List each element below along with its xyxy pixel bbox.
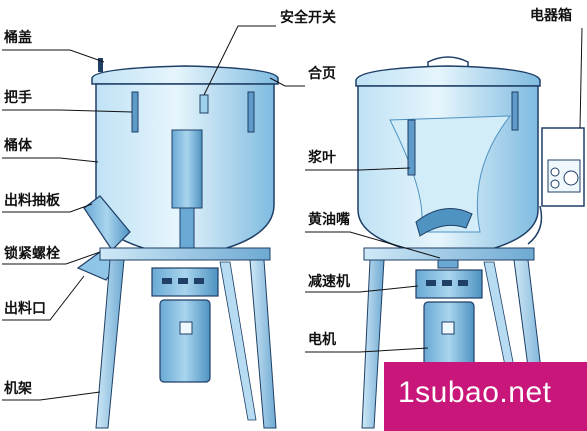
left-lid [91, 65, 279, 85]
leader-paddle [305, 167, 411, 171]
leader-frame [2, 391, 101, 401]
label-reducer: 减速机 [308, 274, 350, 290]
right-motor-plate [441, 321, 455, 335]
left-reducer-mark2 [178, 278, 188, 284]
electric-box-knob2 [550, 179, 560, 189]
left-leg-back-right [219, 261, 257, 421]
lid-knob [98, 58, 103, 72]
paddle-part [407, 119, 416, 176]
right-reducer-mark3 [458, 280, 468, 286]
left-leg-front-right [249, 259, 277, 429]
leader-electric-box [579, 27, 583, 129]
leader-lid [2, 49, 105, 63]
leader-grease [305, 231, 441, 259]
label-handle: 把手 [4, 90, 32, 106]
leader-outlet [2, 275, 85, 321]
right-lid [355, 65, 541, 87]
right-reducer-mark2 [442, 280, 452, 286]
label-safety-switch: 安全开关 [280, 10, 336, 26]
left-reducer-mark1 [162, 278, 172, 284]
left-frame-top [99, 247, 271, 261]
leader-lock-bolt [2, 251, 101, 265]
label-barrel: 桶体 [4, 138, 32, 154]
leader-handle [2, 109, 133, 113]
left-leg-front-left [95, 259, 125, 429]
label-grease-nipple: 黄油嘴 [308, 212, 350, 228]
leader-outlet-plate [2, 203, 93, 213]
left-reducer-mark3 [194, 278, 204, 284]
leader-reducer [305, 285, 419, 293]
right-frame-top [363, 247, 535, 261]
label-outlet: 出料口 [4, 301, 46, 317]
leader-hinge [269, 77, 305, 87]
left-motor [159, 299, 211, 383]
outlet-chute [83, 195, 131, 251]
leader-safety-switch [203, 25, 276, 96]
left-motor-plate [179, 321, 193, 335]
cable [527, 205, 543, 245]
watermark-text: 1subao.net [398, 376, 552, 409]
right-handle [247, 91, 255, 133]
left-handle [131, 91, 139, 133]
electric-box-dial [563, 170, 579, 186]
label-lid: 桶盖 [4, 30, 32, 46]
watermark-badge: 1subao.net [384, 362, 587, 431]
electric-box-knob1 [550, 167, 560, 177]
label-lock-bolt: 锁紧螺栓 [4, 246, 60, 262]
leader-motor [305, 347, 429, 353]
label-hinge: 合页 [308, 66, 336, 82]
right-reducer-mark1 [426, 280, 436, 286]
leader-barrel [2, 157, 99, 163]
blade [415, 208, 473, 237]
left-shaft [179, 207, 195, 249]
safety-switch-part [199, 94, 209, 114]
label-paddle: 浆叶 [308, 150, 336, 166]
label-electric-box: 电器箱 [530, 8, 572, 24]
label-outlet-plate: 出料抽板 [4, 193, 60, 209]
right-handle-bar [511, 91, 519, 131]
label-motor: 电机 [308, 332, 336, 348]
left-shaft-housing [171, 129, 203, 209]
left-mixer [76, 58, 279, 429]
label-frame: 机架 [4, 381, 32, 397]
right-leg-left [361, 259, 385, 429]
leader-lines [2, 25, 583, 401]
